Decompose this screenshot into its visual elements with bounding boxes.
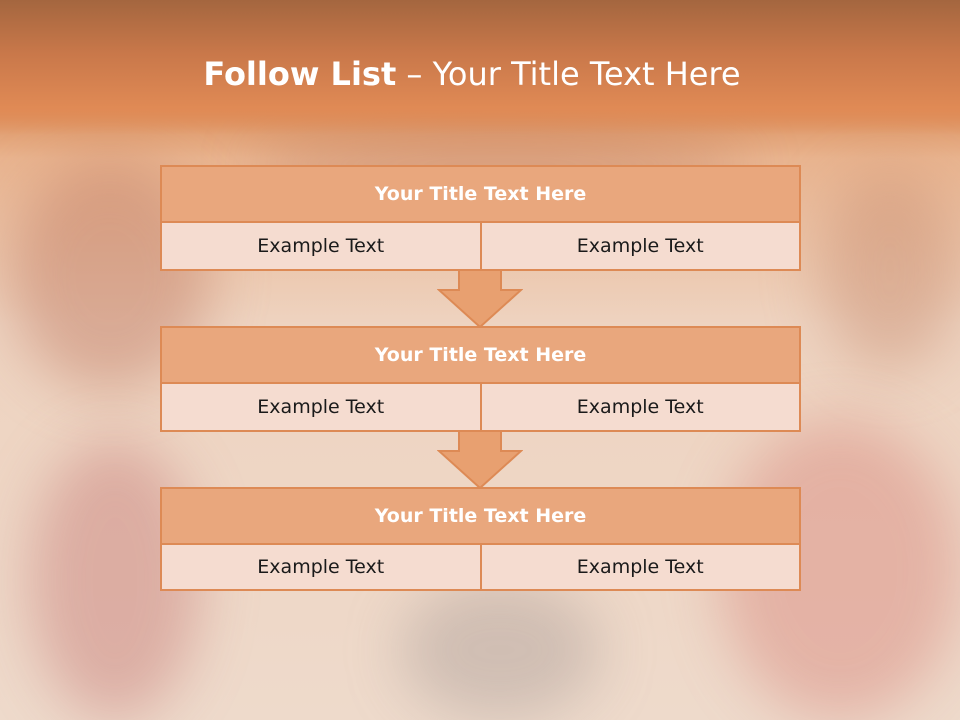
list-item-right-text: Example Text [479, 545, 800, 589]
list-item-title: Your Title Text Here [162, 328, 799, 384]
list-item-row: Example Text Example Text [162, 545, 799, 589]
list-item-title: Your Title Text Here [162, 489, 799, 545]
slide-title-bold: Follow List [203, 55, 397, 93]
list-item-title: Your Title Text Here [162, 167, 799, 223]
list-item-right-text: Example Text [479, 384, 800, 430]
list-item-right-text: Example Text [479, 223, 800, 269]
list-item-left-text: Example Text [257, 556, 385, 578]
down-arrow-icon [437, 270, 523, 328]
list-item-2: Your Title Text Here Example Text Exampl… [160, 326, 801, 432]
slide-title-rest: – Your Title Text Here [396, 55, 741, 93]
slide-title: Follow List – Your Title Text Here [0, 55, 944, 93]
list-item-row: Example Text Example Text [162, 223, 799, 269]
list-item-left-text: Example Text [257, 235, 385, 257]
list-item-left-text: Example Text [257, 396, 385, 418]
list-item-row: Example Text Example Text [162, 384, 799, 430]
list-item-1: Your Title Text Here Example Text Exampl… [160, 165, 801, 271]
down-arrow-icon [437, 431, 523, 489]
list-item-3: Your Title Text Here Example Text Exampl… [160, 487, 801, 591]
header-band [0, 0, 960, 135]
